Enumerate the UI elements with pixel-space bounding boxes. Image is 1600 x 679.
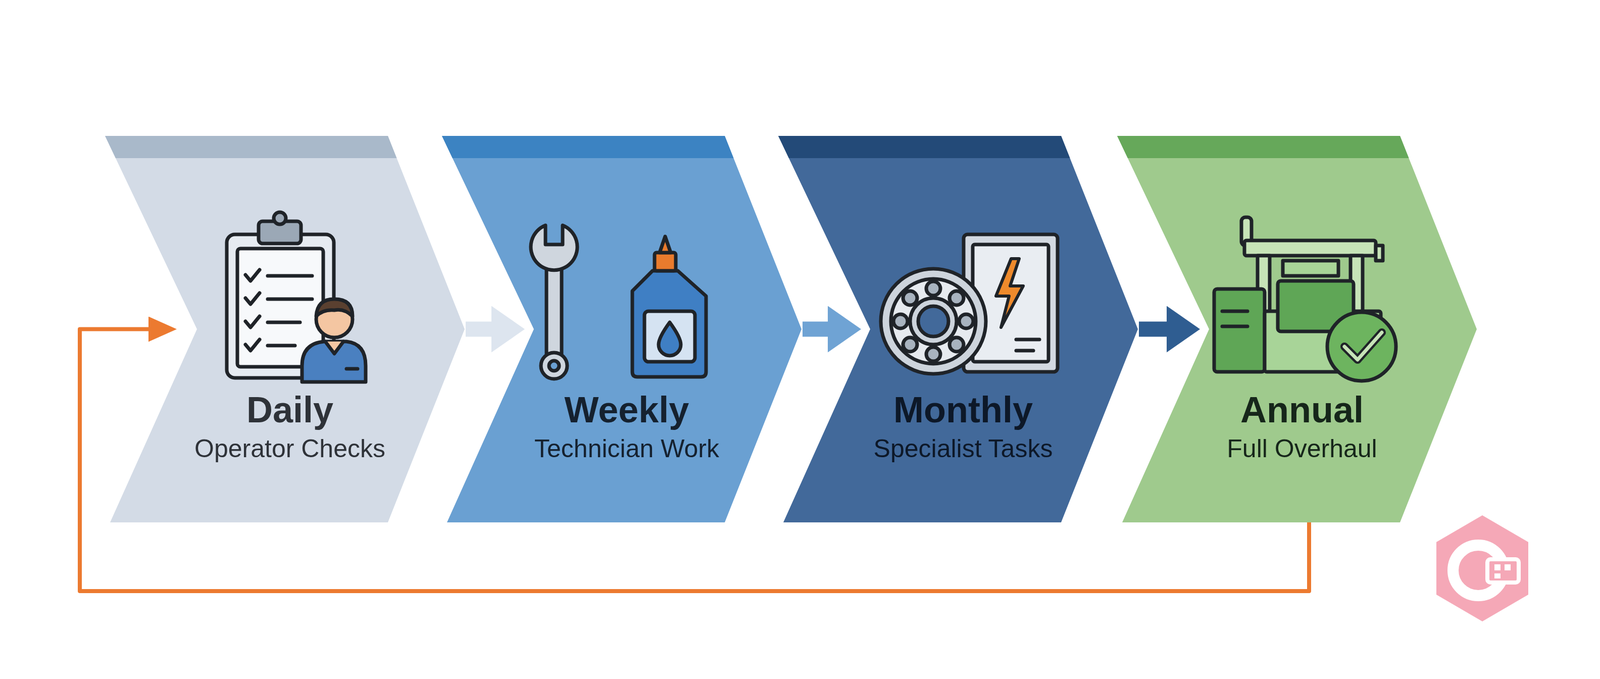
stage-title: Annual [1157, 388, 1447, 431]
stage-title: Monthly [818, 388, 1108, 431]
icon-part [273, 212, 286, 225]
text-group: AnnualFull Overhaul [1157, 388, 1447, 465]
icon-part [1282, 260, 1339, 276]
icon-part [910, 297, 957, 345]
flow-arrow [1138, 321, 1167, 337]
watermark-logo [1436, 515, 1529, 622]
icon-part [245, 292, 260, 305]
stage-subtitle: Full Overhaul [1157, 432, 1447, 465]
icon-part [1222, 309, 1248, 314]
icon-part [658, 322, 681, 356]
icon-part [267, 274, 313, 278]
icon-part [1344, 332, 1382, 360]
text-group: MonthlySpecialist Tasks [818, 388, 1108, 465]
icon-part [644, 311, 695, 362]
icon-part [1244, 240, 1376, 256]
chevron-fill [1117, 135, 1477, 523]
chevron-stripe [1117, 135, 1409, 159]
icon-part [949, 337, 964, 352]
icon-part [959, 314, 974, 329]
icon-part [1453, 544, 1504, 596]
icon-part [245, 269, 260, 281]
chevron-fill [778, 135, 1138, 523]
icon-part [1436, 515, 1529, 622]
icon-part [880, 268, 986, 374]
chevron-fill [441, 135, 802, 523]
chevron-shape [441, 135, 802, 523]
icon-part [1016, 348, 1034, 353]
chevron-fill [105, 135, 465, 523]
text-group: WeeklyTechnician Work [482, 388, 772, 465]
bearing-panel-icon [880, 234, 1058, 374]
icon-part [659, 236, 671, 253]
icon-part [245, 339, 260, 351]
icon-part [267, 320, 300, 325]
icon-part [1344, 332, 1382, 360]
stage-chevron: WeeklyTechnician Work [441, 135, 802, 523]
icon-part [1494, 573, 1501, 579]
icon-part [632, 270, 707, 377]
icon-part [316, 298, 353, 317]
stage-title: Weekly [482, 388, 772, 431]
flow-arrow [465, 321, 492, 337]
machine-check-icon [1214, 217, 1396, 381]
icon-part [267, 343, 295, 348]
text-group: DailyOperator Checks [145, 388, 435, 465]
icon-part [926, 346, 941, 362]
icon-part [1504, 564, 1511, 571]
icon-part [540, 352, 568, 379]
wrench-oil-icon [530, 225, 707, 379]
icon-part [302, 341, 366, 382]
icon-part [1222, 324, 1248, 329]
icon-part [530, 225, 578, 271]
icon-part [995, 258, 1024, 328]
icon-part [890, 278, 976, 364]
icon-part [903, 337, 918, 352]
clipboard-icon [226, 212, 366, 382]
icon-part [548, 360, 560, 371]
icon-part [918, 306, 949, 337]
icon-part [1494, 564, 1501, 571]
chevron-stripe [778, 135, 1070, 159]
chevron-stripe [105, 135, 397, 159]
icon-part [1214, 288, 1265, 372]
icon-part [325, 341, 344, 354]
stage-subtitle: Specialist Tasks [818, 432, 1108, 465]
icon-part [1327, 312, 1396, 381]
icon-part [654, 252, 676, 271]
icon-part [949, 290, 964, 306]
stage-subtitle: Technician Work [482, 432, 772, 465]
icon-part [1487, 559, 1519, 583]
icon-part [1375, 245, 1383, 261]
icon-part [926, 281, 941, 296]
icon-part [267, 297, 313, 302]
stage-subtitle: Operator Checks [145, 432, 435, 465]
icon-part [903, 290, 918, 306]
flow-arrow [802, 321, 828, 337]
chevron-stripe [441, 135, 734, 159]
stage-title: Daily [145, 388, 435, 431]
icon-part [1016, 337, 1040, 342]
icon-part [346, 367, 358, 371]
icon-part [245, 316, 260, 328]
icon-part [893, 314, 908, 329]
